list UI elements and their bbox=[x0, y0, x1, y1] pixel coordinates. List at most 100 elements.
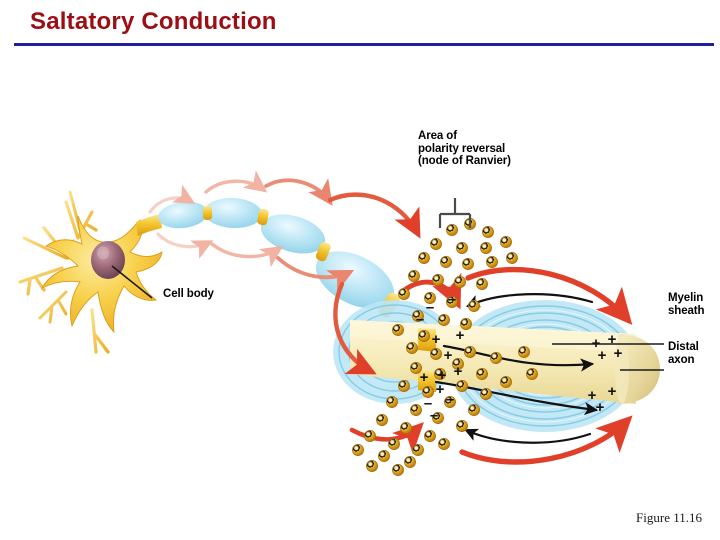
positive-charge-symbol: + bbox=[588, 387, 597, 404]
myelin-segment bbox=[316, 251, 394, 309]
negative-charge-symbol: – bbox=[446, 391, 454, 408]
positive-charge-symbol: + bbox=[454, 363, 463, 380]
propagation-arrow bbox=[276, 256, 355, 293]
ion-sphere bbox=[430, 238, 442, 250]
positive-charge-symbol: + bbox=[432, 331, 441, 348]
propagation-arrow bbox=[148, 184, 196, 214]
axon-hillock bbox=[136, 214, 162, 236]
ion-sphere bbox=[518, 346, 530, 358]
positive-charge-symbol: + bbox=[456, 327, 465, 344]
ion-sphere bbox=[404, 456, 416, 468]
ion-sphere bbox=[456, 420, 468, 432]
node-of-ranvier bbox=[315, 242, 331, 262]
figure-caption: Figure 11.16 bbox=[636, 510, 702, 525]
propagation-arrow bbox=[264, 178, 333, 206]
propagation-arrow bbox=[333, 281, 377, 375]
positive-charge-symbol: + bbox=[614, 345, 623, 362]
propagation-arrow bbox=[156, 232, 214, 259]
positive-charge-symbol: + bbox=[608, 383, 617, 400]
ion-sphere bbox=[400, 422, 412, 434]
ion-sphere bbox=[438, 438, 450, 450]
ion-sphere bbox=[410, 404, 422, 416]
ion-sphere bbox=[412, 310, 424, 322]
ion-sphere bbox=[412, 444, 424, 456]
positive-charge-symbol: + bbox=[438, 367, 447, 384]
propagation-arrow bbox=[465, 266, 633, 325]
ion-sphere bbox=[446, 224, 458, 236]
ion-sphere bbox=[388, 438, 400, 450]
label-cell-body: Cell body bbox=[163, 288, 214, 300]
ion-sphere bbox=[456, 380, 468, 392]
negative-charge-symbol: – bbox=[430, 407, 438, 424]
negative-charge-symbol: – bbox=[424, 395, 432, 412]
distal-axon-terminal bbox=[615, 334, 660, 404]
propagation-arrow-group bbox=[148, 170, 633, 465]
internal-current-arrow bbox=[466, 293, 594, 308]
page-title: Saltatory Conduction bbox=[30, 8, 277, 35]
ion-sphere bbox=[440, 256, 452, 268]
ion-sphere bbox=[468, 404, 480, 416]
ion-sphere bbox=[460, 318, 472, 330]
positive-charge-symbol: + bbox=[598, 347, 607, 364]
ion-sphere bbox=[452, 358, 464, 370]
ion-sphere bbox=[386, 396, 398, 408]
ion-sphere bbox=[462, 258, 474, 270]
myelin-segment bbox=[260, 214, 326, 254]
ion-sphere bbox=[480, 242, 492, 254]
label-area-of-polarity-reversal: Area of polarity reversal (node of Ranvi… bbox=[418, 130, 511, 168]
saltatory-conduction-illustration: –––+++++++–––+++++++ bbox=[18, 170, 664, 476]
ion-sphere bbox=[378, 450, 390, 462]
ion-sphere bbox=[410, 362, 422, 374]
negative-charge-symbol: – bbox=[416, 311, 424, 328]
leader-line-cell-body bbox=[111, 265, 153, 299]
ion-sphere bbox=[476, 368, 488, 380]
positive-charge-symbol: + bbox=[444, 347, 453, 364]
positive-charge-symbol: + bbox=[420, 369, 429, 386]
ion-sphere bbox=[352, 444, 364, 456]
ion-sphere bbox=[418, 330, 430, 342]
myelin-segment-group bbox=[158, 197, 394, 309]
ion-sphere bbox=[500, 376, 512, 388]
ion-sphere bbox=[490, 352, 502, 364]
ion-sphere bbox=[446, 296, 458, 308]
positive-charge-symbol: + bbox=[608, 331, 617, 348]
internal-current-arrow bbox=[434, 380, 599, 416]
charge-symbol-group: –––+++++++–––+++++++ bbox=[416, 291, 623, 424]
ion-sphere bbox=[392, 464, 404, 476]
ion-sphere-group bbox=[352, 218, 538, 476]
node-of-ranvier bbox=[202, 205, 213, 221]
ion-sphere bbox=[376, 414, 388, 426]
ion-sphere bbox=[366, 460, 378, 472]
negative-charge-symbol: – bbox=[426, 299, 434, 316]
propagation-arrow bbox=[459, 415, 633, 465]
ion-sphere bbox=[438, 314, 450, 326]
internal-current-arrow bbox=[464, 428, 592, 444]
node-of-ranvier bbox=[257, 208, 269, 226]
ion-sphere bbox=[422, 386, 434, 398]
internal-current-arrow bbox=[442, 344, 595, 372]
internal-current-arrow-group bbox=[434, 293, 599, 444]
ion-sphere bbox=[526, 368, 538, 380]
myelin-segment bbox=[204, 197, 262, 229]
propagation-arrow bbox=[210, 242, 284, 268]
ion-sphere bbox=[408, 270, 420, 282]
ion-sphere bbox=[424, 430, 436, 442]
ion-sphere bbox=[430, 348, 442, 360]
ion-sphere bbox=[434, 368, 446, 380]
propagation-arrow bbox=[327, 192, 421, 239]
cell-body-soma bbox=[18, 190, 163, 354]
title-divider bbox=[14, 43, 714, 46]
propagation-arrow bbox=[349, 422, 424, 454]
title-bar: Saltatory Conduction bbox=[0, 0, 720, 52]
label-myelin-sheath: Myelin sheath bbox=[668, 292, 705, 317]
ion-sphere bbox=[424, 292, 436, 304]
positive-charge-symbol: + bbox=[596, 399, 605, 416]
ion-sphere bbox=[476, 278, 488, 290]
ion-sphere bbox=[486, 256, 498, 268]
leader-line-group bbox=[111, 265, 664, 371]
ion-sphere bbox=[506, 252, 518, 264]
ion-sphere bbox=[464, 346, 476, 358]
propagation-arrow bbox=[204, 170, 268, 194]
figure-artwork: –––+++++++–––+++++++ Area of polarity re… bbox=[0, 52, 720, 522]
